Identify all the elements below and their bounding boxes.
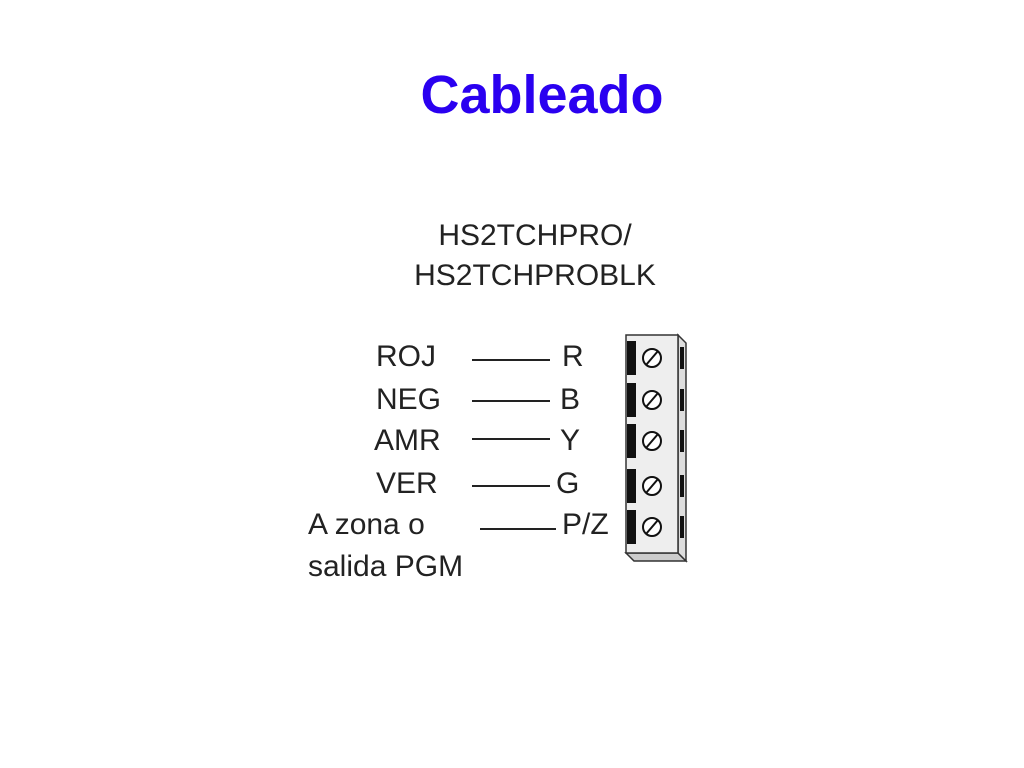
terminal-screw-icon xyxy=(627,424,684,458)
terminal-screw-icon xyxy=(627,341,684,375)
terminal-label-y: Y xyxy=(560,424,581,457)
wire-line-y xyxy=(472,438,550,440)
wire-label-green: VER xyxy=(376,467,438,500)
slide-title: Cableado xyxy=(420,65,664,125)
terminal-label-b: B xyxy=(560,383,581,416)
wire-line-pz xyxy=(480,528,556,530)
terminal-screw-icon xyxy=(627,383,684,417)
model-name-line1: HS2TCHPRO/ xyxy=(438,219,632,252)
model-name-line2: HS2TCHPROBLK xyxy=(414,259,656,292)
wire-line-b xyxy=(472,400,550,402)
terminal-label-g: G xyxy=(556,467,580,500)
wire-line-r xyxy=(472,359,550,361)
terminal-screw-icon xyxy=(627,510,684,544)
wire-label-zone: A zona o xyxy=(308,508,425,541)
terminal-label-r: R xyxy=(562,340,584,373)
wire-label-black: NEG xyxy=(376,383,442,416)
wire-label-red: ROJ xyxy=(376,340,436,373)
wire-label-yellow: AMR xyxy=(374,424,441,457)
wire-label-zone-line2: salida PGM xyxy=(308,550,464,583)
terminal-screw-icon xyxy=(627,469,684,503)
wire-line-g xyxy=(472,485,550,487)
terminal-label-pz: P/Z xyxy=(562,508,609,541)
